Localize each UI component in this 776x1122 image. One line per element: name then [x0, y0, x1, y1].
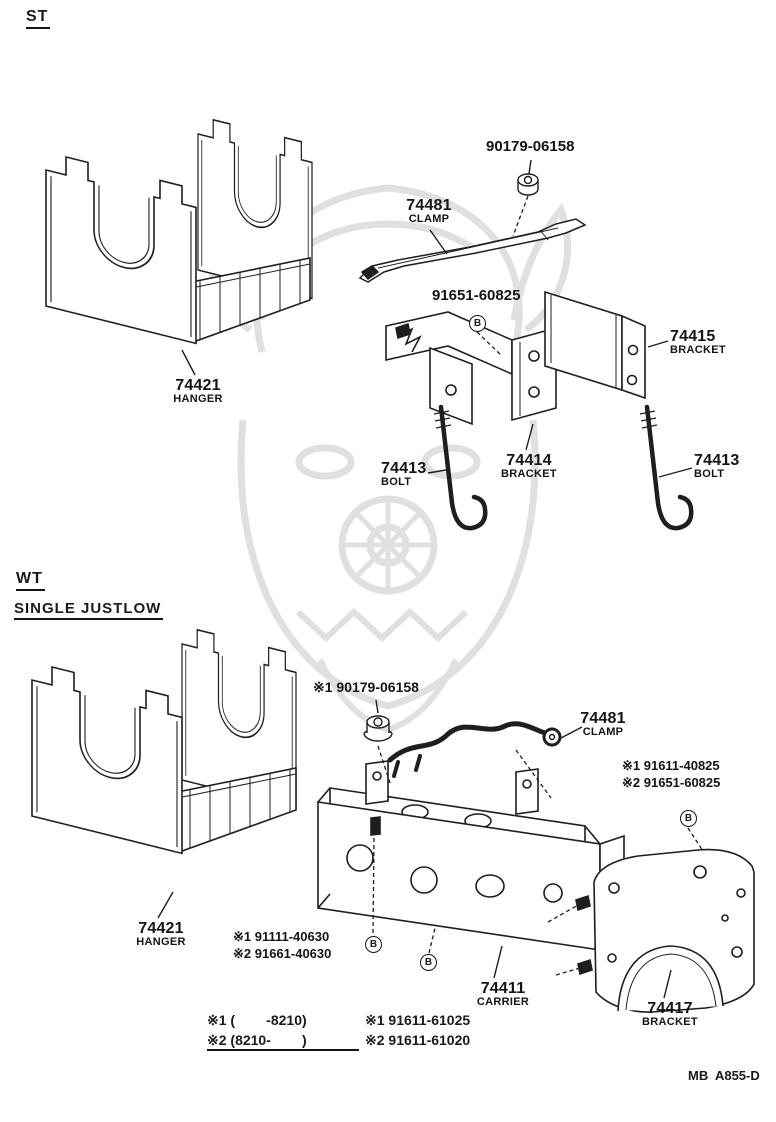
wt-section-heading: WT: [16, 570, 45, 591]
note-row-2: ※2 (8210- ) ※2 91611-61020: [207, 1032, 470, 1052]
label-st-bolt-right: 74413 BOLT: [694, 452, 740, 481]
label-st-bracket-74414: 74414 BRACKET: [501, 452, 557, 481]
label-st-screw-partno: 91651-60825: [432, 287, 521, 304]
label-wt-clamp: 74481 CLAMP: [580, 710, 626, 739]
fastener-symbol-b-wt-left: B: [365, 936, 382, 953]
label-wt-carrier: 74411 CARRIER: [476, 980, 530, 1009]
label-wt-hanger: 74421 HANGER: [136, 920, 186, 949]
st-bracket-74415-drawing: [544, 290, 646, 400]
label-wt-bracket-74417: 74417 BRACKET: [642, 1000, 698, 1029]
applicability-notes: ※1 ( -8210)※1 91611-61025 ※2 (8210- )※2 …: [207, 1012, 470, 1052]
wt-nut-drawing: [363, 715, 393, 742]
fastener-symbol-b-st: B: [469, 315, 486, 332]
watermark: [205, 184, 571, 734]
st-bolt-74413-right-drawing: [639, 404, 694, 531]
fastener-symbol-b-wt-right: B: [680, 810, 697, 827]
wt-bracket-74417-drawing: [575, 848, 755, 1013]
wt-section-subheading: SINGLE JUSTLOW: [14, 600, 164, 620]
note-row-1: ※1 ( -8210) ※1 91611-61025: [207, 1012, 470, 1032]
wt-clamp-74481-drawing: [387, 721, 562, 778]
label-st-nut-partno: 90179-06158: [486, 138, 575, 155]
leader-lines: [157, 159, 693, 999]
st-clamp-74481-drawing: [358, 218, 587, 283]
page-code: MB A855-D: [688, 1068, 760, 1083]
label-st-bolt-left: 74413 BOLT: [381, 460, 427, 489]
wt-hanger-74421-drawing: [31, 628, 297, 855]
note-part-2: ※2 91611-61020: [365, 1032, 471, 1048]
label-st-bracket-74415: 74415 BRACKET: [670, 328, 726, 357]
st-section-heading: ST: [26, 8, 51, 29]
label-st-clamp: 74481 CLAMP: [406, 197, 452, 226]
label-wt-screw-partnos: ※1 91611-40825 ※2 91651-60825: [622, 758, 721, 790]
label-wt-nut-partno: ※1 90179-06158: [313, 679, 419, 695]
fastener-symbol-b-wt-mid: B: [420, 954, 437, 971]
st-bolt-74413-left-drawing: [433, 404, 488, 531]
label-st-hanger: 74421 HANGER: [173, 377, 223, 406]
st-hanger-74421-drawing: [45, 118, 313, 345]
wt-carrier-74411-drawing: [317, 760, 625, 952]
st-nut-drawing: [517, 173, 539, 196]
assembly-dashed-lines: [372, 195, 704, 976]
note-part-1: ※1 91611-61025: [365, 1012, 471, 1028]
note-range-1: ※1 ( -8210): [207, 1012, 307, 1028]
note-range-2: ※2 (8210- ): [207, 1032, 359, 1051]
label-wt-bolt-partnos: ※1 91111-40630 ※2 91661-40630: [233, 929, 332, 961]
